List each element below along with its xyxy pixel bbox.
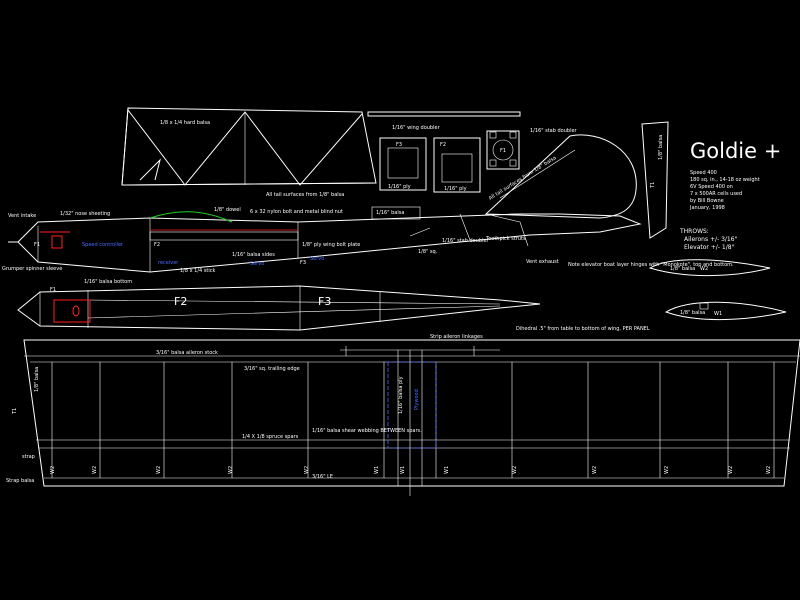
- former-f1-side: F1: [34, 242, 40, 248]
- throws-elevator: Elevator +/- 1/8": [684, 244, 735, 251]
- vent-exhaust-label: Vent exhaust: [526, 259, 559, 265]
- former-f2-label: F2: [440, 142, 446, 148]
- shear-web-label: 1/16" balsa shear webbing BETWEEN spars.: [312, 428, 422, 434]
- plan-title: Goldie +: [690, 139, 781, 163]
- former-f1-label: F1: [500, 148, 506, 154]
- hinge-note: Note elevator boat layer hinges with "Mo…: [568, 262, 734, 268]
- spruce-spars-label: 1/4 X 1/8 spruce spars: [242, 434, 299, 440]
- fuselage-top: F1 F2 F3: [17, 285, 541, 331]
- servo-label: Servo: [310, 256, 324, 262]
- spec-line-1: Speed 400: [690, 170, 717, 176]
- rib-mark: W1: [374, 466, 380, 474]
- rib-mark: W2: [766, 466, 772, 474]
- former-f3-side: F3: [300, 260, 306, 266]
- wing-doubler: 1/16" wing doubler: [367, 111, 521, 131]
- throws-heading: THROWS:: [679, 228, 709, 235]
- rib-w2-balsa: 1/8" balsa: [670, 266, 695, 272]
- balsa-plate-label: 1/16" balsa: [376, 210, 404, 216]
- rib-w1-label: W1: [714, 311, 722, 317]
- strap-label: strap: [22, 454, 35, 460]
- rib-mark: W2: [728, 466, 734, 474]
- spec-line-2: 180 sq. in., 14-18 oz weight: [690, 177, 760, 183]
- rib-mark: W1: [444, 466, 450, 474]
- spec-line-6: January, 1998: [689, 205, 725, 211]
- ply-plate-label: 1/8" ply wing bolt plate: [302, 242, 360, 248]
- former-f2-ply: 1/16" ply: [444, 186, 467, 192]
- former-f1-top: F1: [50, 287, 56, 293]
- tail-surfaces2-label: All tail surfaces from 1/8" balsa: [488, 155, 558, 202]
- stab-doubler-top-label: 1/16" stab doubler: [530, 128, 578, 134]
- nose-sheeting-label: 1/32" nose sheeting: [60, 211, 110, 217]
- stick-label: 1/8 x 1/4 stick: [180, 268, 216, 274]
- battery-label: Servo: [250, 261, 264, 267]
- tail-surfaces-label: All tail surfaces from 1/8" balsa: [266, 192, 344, 198]
- spec-line-4: 7 x 500AR cells used: [690, 191, 742, 197]
- wing-tip-balsa: 1/8" balsa: [34, 367, 40, 392]
- rib-mark: W2: [228, 466, 234, 474]
- former-details: F3 1/16" ply F2 1/16" ply F1 1/16" balsa: [371, 130, 520, 220]
- truss-label: 1/8 x 1/4 hard balsa: [160, 120, 210, 126]
- dihedral-note: Dihedral .5" from table to bottom of win…: [516, 326, 650, 332]
- aileron-stock-label: 3/16" balsa aileron stock: [156, 350, 218, 356]
- grumper-label: Grumper spinner sleeve: [2, 266, 62, 272]
- rib-mark: W2: [304, 466, 310, 474]
- spec-line-5: by Bill Bowne: [690, 198, 724, 204]
- balsa-sides-label: 1/16" balsa sides: [232, 252, 275, 258]
- aileron-linkages-label: Strip aileron linkages: [430, 334, 483, 340]
- rib-mark: W2: [512, 466, 518, 474]
- rib-w2: W2 1/8" balsa: [648, 259, 771, 277]
- toothpick-label: Toothpick struts: [485, 236, 526, 242]
- rib-mark: W2: [592, 466, 598, 474]
- title-block: Goldie + Speed 400 180 sq. in., 14-18 oz…: [679, 139, 781, 251]
- former-f2-side: F2: [154, 242, 160, 248]
- stab-doubler-label: 1/16" stab doubler: [442, 238, 490, 244]
- wing-doubler-label: 1/16" wing doubler: [392, 125, 441, 131]
- tail-truss: 1/8 x 1/4 hard balsa: [121, 107, 377, 186]
- rib-w1-balsa: 1/8" balsa: [680, 310, 705, 316]
- rib-mark: W1: [400, 466, 406, 474]
- former-f3-top: F3: [318, 295, 331, 308]
- rib-mark: W2: [50, 466, 56, 474]
- wing-t1: T1: [12, 408, 18, 415]
- rib-mark: W2: [664, 466, 670, 474]
- fin-part: T1 1/8" balsa: [641, 121, 669, 239]
- trailing-edge-label: 3/16" sq. trailing edge: [244, 366, 300, 372]
- sq-label: 1/8" sq.: [418, 249, 438, 255]
- rib-mark: W2: [92, 466, 98, 474]
- ply-joiner-label: 1/16" balsa ply: [398, 376, 404, 414]
- plywood-label: Plywood: [414, 389, 420, 410]
- spec-line-3: 6V Speed 400 on: [690, 184, 733, 190]
- fin-balsa: 1/8" balsa: [658, 135, 664, 160]
- former-f3-ply: 1/16" ply: [388, 184, 411, 190]
- rib-w2-label: W2: [700, 266, 708, 272]
- rib-mark: W2: [156, 466, 162, 474]
- balsa-bottom-label: 1/16" balsa bottom: [84, 279, 132, 285]
- fin-t1: T1: [650, 182, 656, 189]
- receiver-label: receiver: [158, 260, 179, 266]
- le-label: 3/16" LE: [312, 474, 333, 480]
- strap-balsa-label: Strap balsa: [6, 478, 34, 484]
- bolt-label: 6 x 32 nylon bolt and metal blind nut: [250, 209, 343, 215]
- vent-intake-label: Vent intake: [8, 213, 36, 219]
- wing-plan: 3/16" balsa aileron stock Strip aileron …: [6, 334, 800, 496]
- fuselage-side: F1 F2 F3 Vent intake 1/32" nose sheeting…: [2, 134, 734, 285]
- throws-ailerons: Ailerons +/- 3/16": [684, 236, 738, 243]
- former-f3-label: F3: [396, 142, 402, 148]
- rib-w1: W1 1/8" balsa: [664, 301, 787, 321]
- speed-controller-label: Speed controller: [82, 242, 124, 248]
- former-f2-top: F2: [174, 295, 187, 308]
- dowel-label: 1/8" dowel: [214, 207, 241, 213]
